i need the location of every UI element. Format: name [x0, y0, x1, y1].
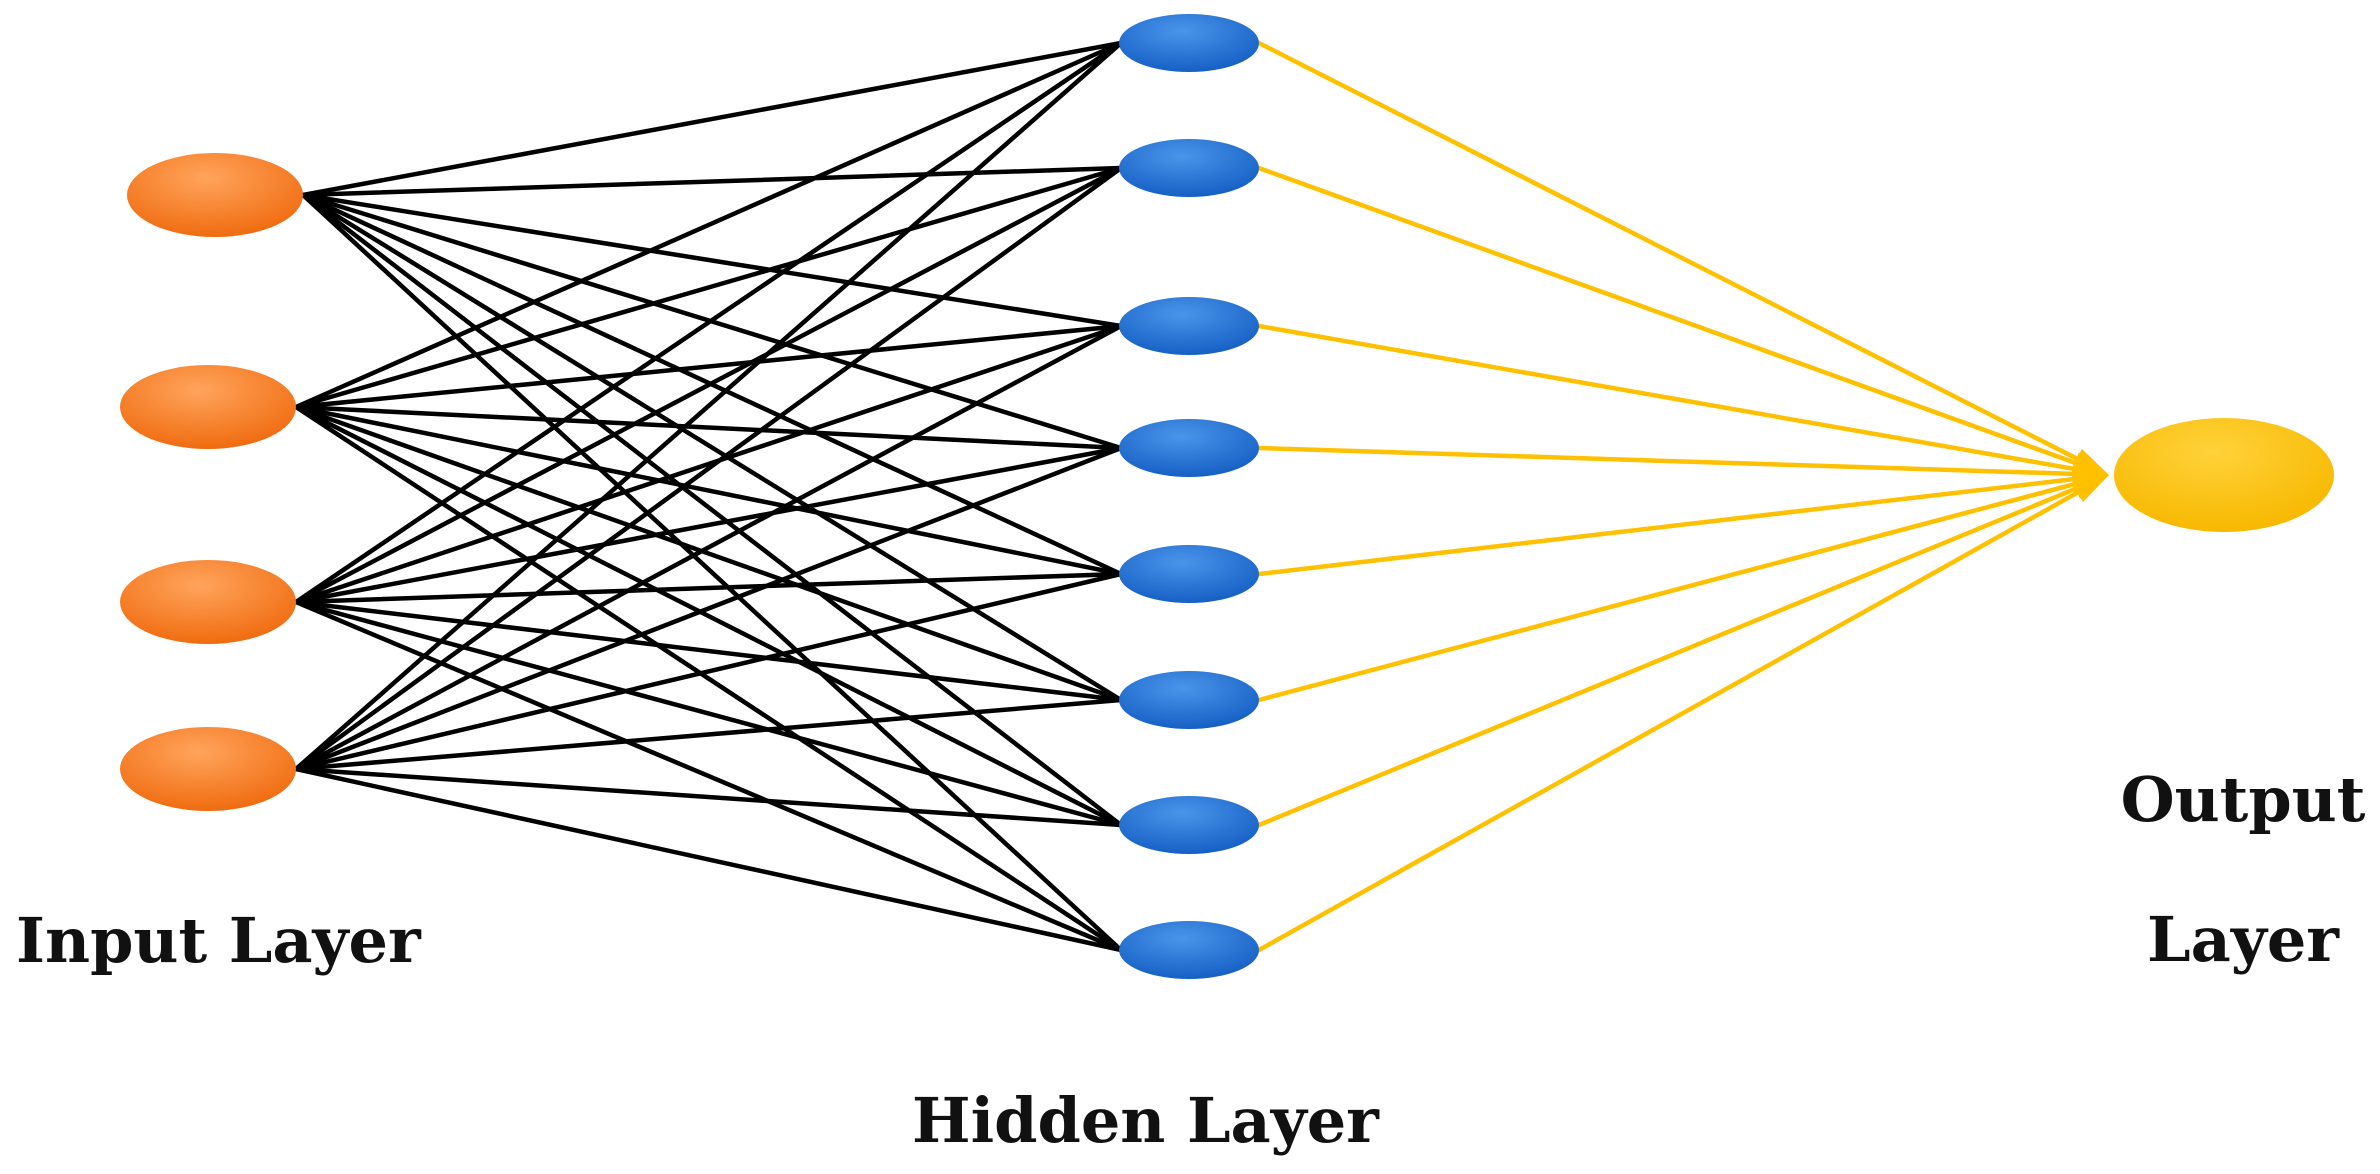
edge-input-3-hidden-7	[293, 599, 1124, 828]
edge-input-2-hidden-7	[293, 404, 1124, 828]
edge-hidden-5-output	[1256, 476, 2076, 577]
input-node-4	[120, 727, 296, 811]
edge-input-3-hidden-8	[293, 599, 1124, 953]
output-arrowheads	[2071, 448, 2109, 503]
network-nodes	[120, 14, 2334, 979]
edge-hidden-2-output	[1256, 165, 2078, 466]
edge-input-4-hidden-2	[293, 165, 1124, 772]
hidden-node-3	[1119, 297, 1259, 355]
hidden-node-1	[1119, 14, 1259, 72]
edge-input-1-hidden-8	[300, 192, 1124, 953]
edge-hidden-6-output	[1256, 481, 2077, 703]
edge-input-1-hidden-7	[300, 192, 1124, 828]
edge-input-4-hidden-8	[293, 766, 1124, 953]
edge-input-2-hidden-1	[293, 40, 1124, 410]
input-node-2	[120, 365, 296, 449]
hidden-node-6	[1119, 671, 1259, 729]
edge-input-2-hidden-8	[293, 404, 1124, 953]
edge-input-2-hidden-2	[293, 165, 1124, 410]
edge-input-3-hidden-5	[293, 571, 1124, 605]
input-node-3	[120, 560, 296, 644]
edge-input-4-hidden-7	[293, 766, 1124, 828]
hidden-node-8	[1119, 921, 1259, 979]
input-node-1	[127, 153, 303, 237]
edge-input-3-hidden-6	[293, 599, 1124, 703]
edge-hidden-8-output	[1256, 490, 2080, 953]
edge-input-2-hidden-4	[293, 404, 1124, 451]
hidden-output-connections	[1256, 40, 2080, 953]
edge-input-4-hidden-4	[293, 445, 1124, 772]
edge-input-4-hidden-6	[293, 697, 1124, 772]
edge-input-3-hidden-4	[293, 445, 1124, 605]
input-layer-label: Input Layer	[16, 904, 421, 977]
input-hidden-connections	[293, 40, 1124, 953]
hidden-node-4	[1119, 419, 1259, 477]
output-layer-label-line1: Output	[2120, 763, 2366, 836]
output-layer-label-line2: Layer	[2147, 903, 2339, 976]
edge-input-1-hidden-6	[300, 192, 1124, 703]
edge-input-3-hidden-1	[293, 40, 1124, 605]
edge-hidden-7-output	[1256, 486, 2078, 828]
edge-input-1-hidden-1	[300, 40, 1124, 198]
edge-hidden-3-output	[1256, 323, 2076, 472]
edge-input-4-hidden-3	[293, 323, 1124, 772]
hidden-node-2	[1119, 139, 1259, 197]
edge-hidden-1-output	[1256, 40, 2080, 461]
edge-input-3-hidden-3	[293, 323, 1124, 605]
hidden-node-7	[1119, 796, 1259, 854]
edge-input-2-hidden-3	[293, 323, 1124, 410]
edge-input-1-hidden-3	[300, 192, 1124, 329]
output-node-1	[2114, 418, 2334, 532]
edge-input-3-hidden-2	[293, 165, 1124, 605]
edge-input-2-hidden-5	[293, 404, 1124, 577]
hidden-node-5	[1119, 545, 1259, 603]
edge-hidden-4-output	[1256, 445, 2076, 477]
arrowhead-hidden-8	[2072, 475, 2109, 503]
output-layer-label: Output Layer	[2098, 730, 2380, 1010]
edge-input-2-hidden-6	[293, 404, 1124, 703]
edge-input-4-hidden-5	[293, 571, 1124, 772]
edge-input-4-hidden-1	[293, 40, 1124, 772]
hidden-layer-label: Hidden Layer	[912, 1084, 1379, 1157]
edge-input-1-hidden-2	[300, 165, 1124, 198]
